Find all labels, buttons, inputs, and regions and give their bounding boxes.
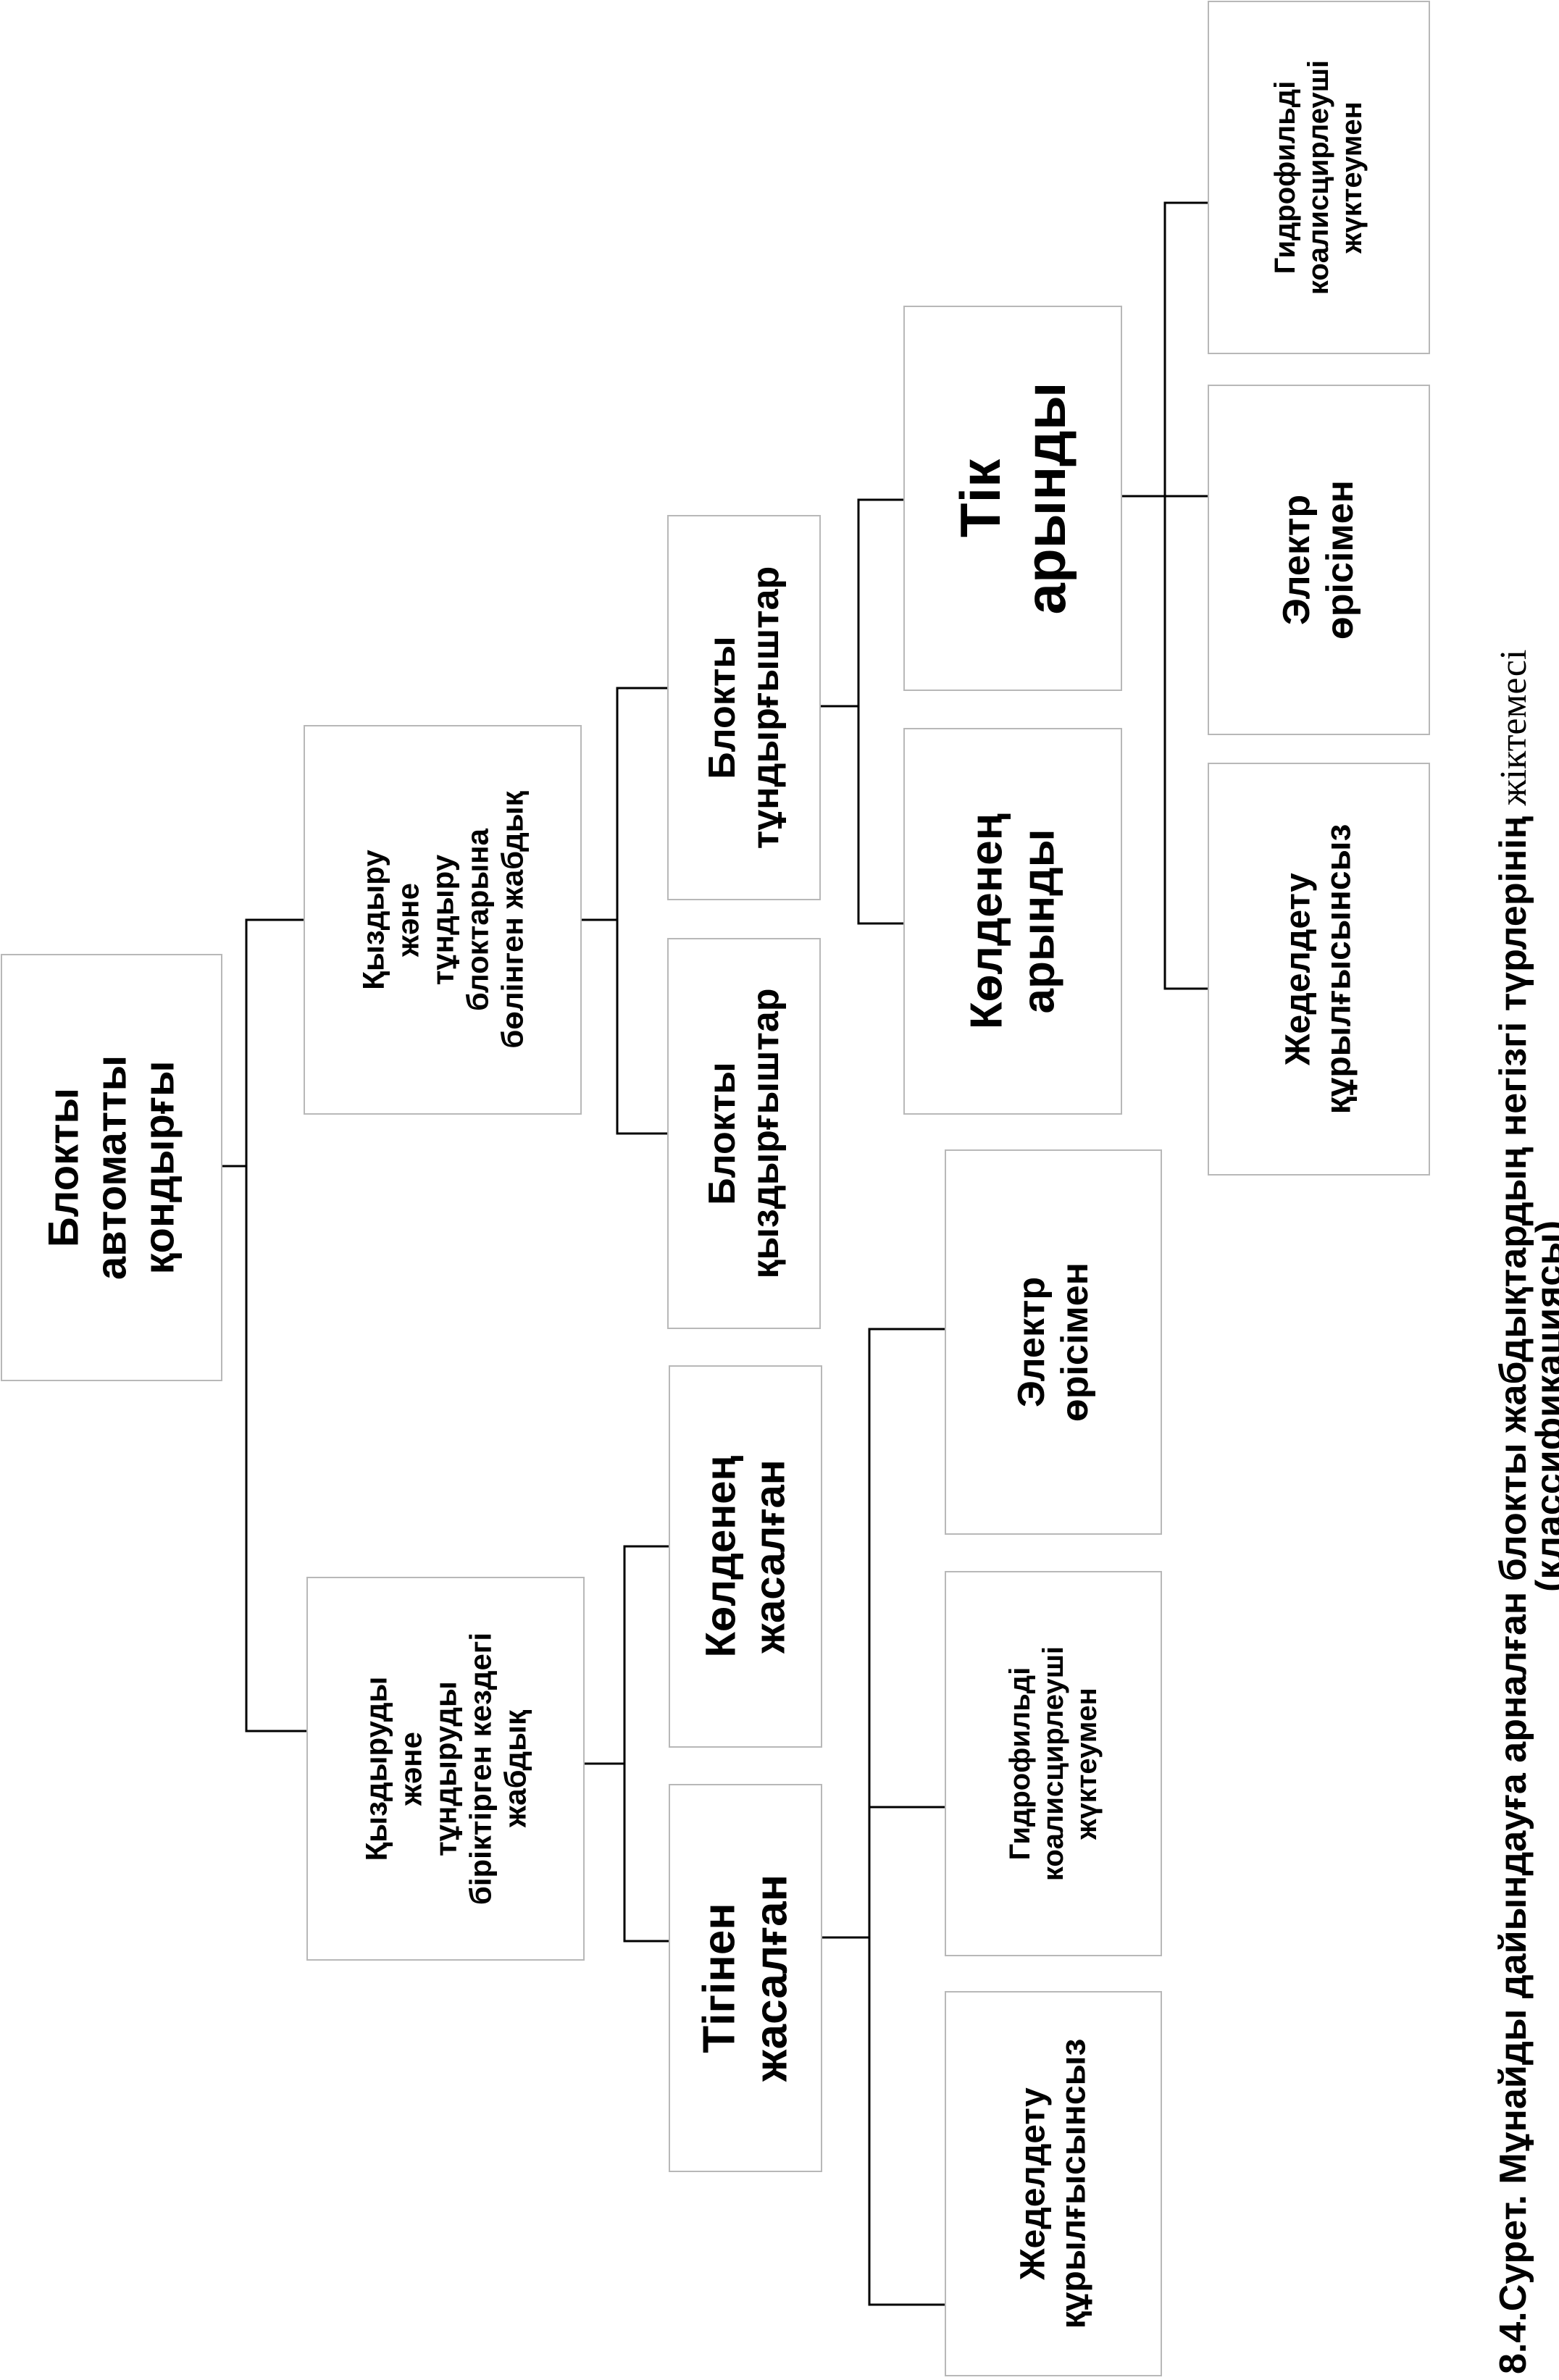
node-label-line: коалисцирлеуші (1037, 1646, 1069, 1881)
node-label-line: Блокты (701, 1062, 743, 1204)
node-label-line: жабдық (498, 1709, 532, 1828)
node-label-line: жасалған (747, 1874, 797, 2082)
node-label-line: Электр (1011, 1277, 1053, 1407)
node-label-line: жүктеумен (1336, 101, 1368, 254)
connector-lines (220, 201, 1210, 2306)
node-label-line: және (394, 1732, 428, 1806)
node-label-line: автоматты (88, 1055, 135, 1280)
node-label-line: өрісімен (1054, 1262, 1096, 1422)
caption-line-1: 8.4.Сурет. Мұнайды дайындауға арналған б… (1492, 650, 1534, 2374)
node-label-line: арынды (1013, 382, 1077, 615)
node-boxes (1, 1, 1430, 2376)
node-label-line: Жеделдету (1014, 2087, 1053, 2281)
figure-caption: 8.4.Сурет. Мұнайды дайындауға арналған б… (1492, 650, 1559, 2374)
node-label-line: жасалған (747, 1459, 794, 1654)
caption-line-1-bold: 8.4.Сурет. Мұнайды дайындауға арналған б… (1492, 805, 1534, 2374)
node-label-line: тұндырғыштар (745, 566, 787, 850)
node-box-separate-blocks (304, 725, 582, 1115)
node-box-heater (667, 938, 821, 1329)
node-box-no-accel-b (945, 1991, 1162, 2376)
node-label-line: жүктеумен (1071, 1688, 1103, 1840)
caption-line-1-serif: жіктемесі (1493, 650, 1534, 807)
node-box-vertical-press (903, 306, 1122, 691)
node-box-no-accel-a (1208, 763, 1430, 1176)
node-label-line: және (391, 883, 425, 958)
node-label-line: Тік (948, 458, 1012, 537)
node-label-line: құрылғысынсыз (1055, 2039, 1093, 2329)
node-label-line: блоктарына (461, 828, 495, 1011)
node-label-line: бөлінген жабдық (496, 790, 530, 1048)
node-box-combined (306, 1577, 585, 1961)
node-label-line: Жеделдету (1279, 873, 1318, 1066)
node-label-line: Тігінен (695, 1903, 745, 2053)
node-label-line: Көлденең (698, 1455, 745, 1657)
node-box-electric-a (1208, 385, 1430, 735)
node-box-settler (667, 515, 821, 900)
node-label-line: қондырғы (136, 1061, 183, 1275)
node-box-electric-b (945, 1149, 1162, 1535)
node-box-hydro-b (945, 1571, 1162, 1956)
node-box-hydro-a (1208, 1, 1430, 354)
node-label-line: өрісімен (1319, 480, 1361, 640)
node-label-line: Қыздыру (356, 850, 390, 990)
node-label-line: Блокты (701, 636, 743, 779)
node-label-line: Қыздыруды (359, 1677, 393, 1861)
node-box-horizontal-made (669, 1365, 822, 1748)
node-box-vertical-made (669, 1784, 822, 2172)
node-box-horizontal-press (903, 728, 1122, 1115)
node-label-line: тұндыруды (429, 1681, 463, 1856)
node-label-line: Гидрофильді (1004, 1667, 1036, 1861)
node-label-line: тұндыру (426, 854, 460, 985)
node-label-line: Блокты (41, 1088, 88, 1247)
node-label-line: арынды (1014, 829, 1064, 1013)
node-label-line: қыздырғыштар (745, 988, 787, 1278)
node-label-line: құрылғысынсыз (1320, 824, 1358, 1115)
node-label-line: Электр (1276, 495, 1318, 625)
node-label-line: коалисцирлеуші (1303, 60, 1334, 295)
node-box-root (1, 954, 222, 1381)
caption-line-2: (классификациясы) (1529, 1220, 1559, 1592)
node-label-line: біріктірген кездегі (464, 1633, 498, 1905)
node-label-line: Көлденең (962, 813, 1012, 1029)
node-label-line: Гидрофильді (1269, 81, 1301, 275)
